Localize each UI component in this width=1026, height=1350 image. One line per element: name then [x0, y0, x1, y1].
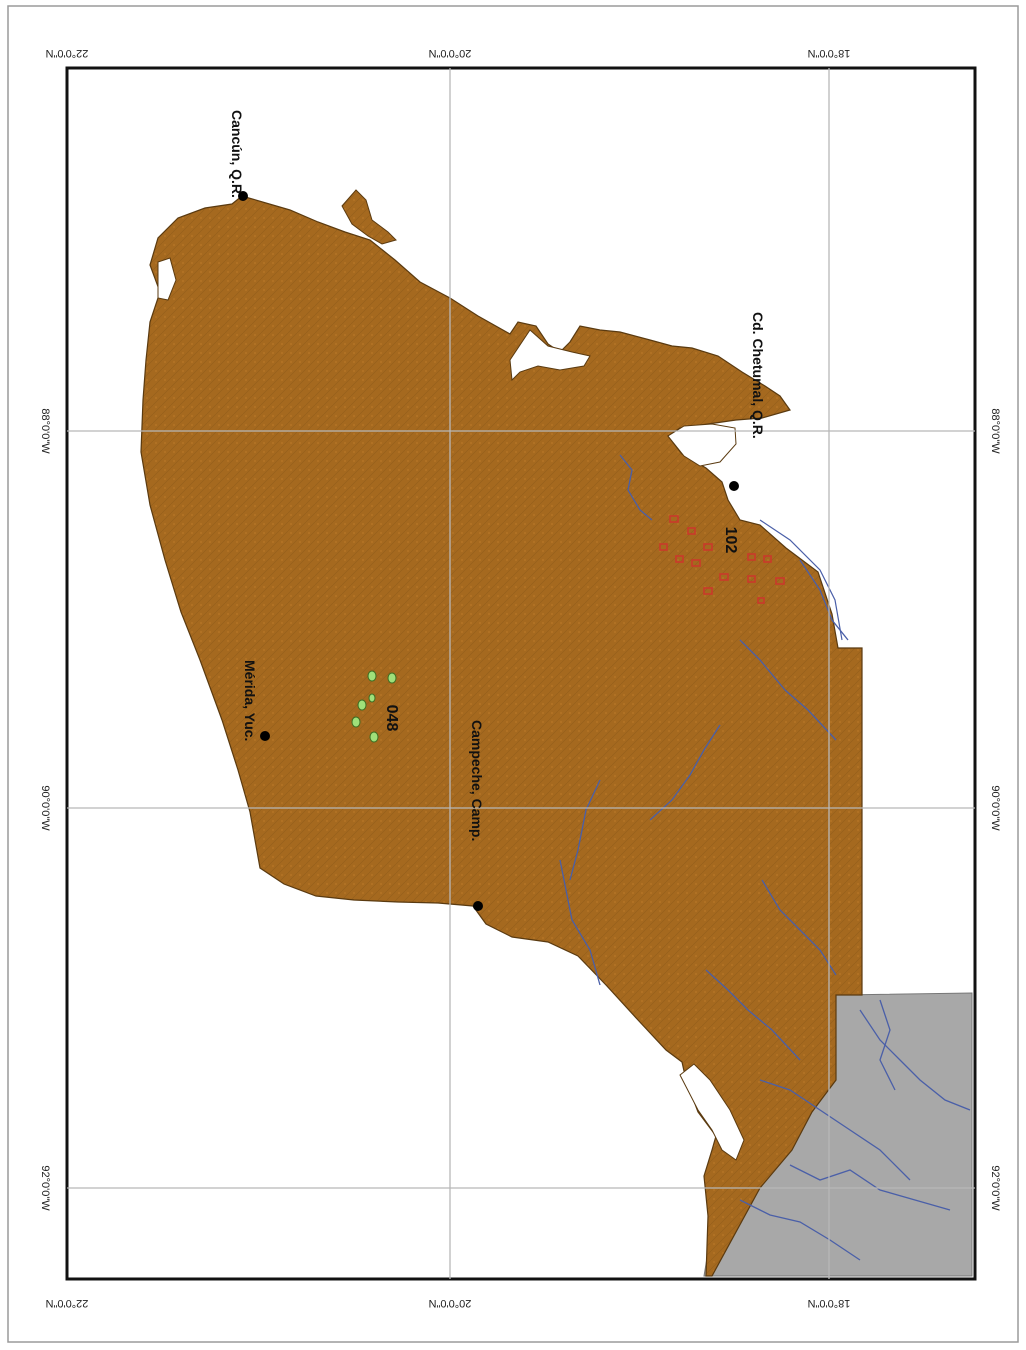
graticule [67, 68, 975, 1279]
lon-labels-left: 88°0'0"W 90°0'0"W 92°0'0"W [39, 408, 51, 1211]
lat-label-22: 22°0'0"N [46, 47, 89, 59]
lat-label-22-bottom: 22°0'0"N [46, 1297, 89, 1309]
red-site [703, 543, 713, 551]
site-label-048: 048 [383, 705, 400, 732]
city-marker-campeche [473, 901, 483, 911]
city-marker-cancun [238, 191, 248, 201]
green-site [351, 716, 361, 728]
lon-label-88-right: 88°0'0"W [989, 408, 1001, 454]
green-site [357, 699, 367, 711]
city-label-campeche: Campeche, Camp. [469, 720, 485, 841]
land-peninsula [140, 195, 863, 1277]
north-lagoon [157, 257, 177, 301]
red-site [703, 587, 713, 595]
lat-label-18: 18°0'0"N [808, 47, 851, 59]
green-site [367, 670, 377, 682]
island-cozumel [341, 189, 397, 245]
red-site [669, 515, 679, 523]
terminos-lagoon [679, 1063, 745, 1161]
red-site [691, 559, 701, 567]
red-site [687, 527, 696, 535]
chetumal-bay [667, 423, 737, 467]
lagoon [509, 329, 591, 382]
lat-label-20: 20°0'0"N [429, 47, 472, 59]
green-site [368, 693, 376, 703]
city-marker-merida [260, 731, 270, 741]
red-site [659, 543, 668, 551]
city-marker-chetumal [729, 481, 739, 491]
lon-label-90-right: 90°0'0"W [989, 785, 1001, 831]
red-site [775, 577, 785, 585]
red-site [675, 555, 684, 563]
lat-label-18-bottom: 18°0'0"N [808, 1297, 851, 1309]
city-label-cancun: Cancún, Q.R. [229, 110, 245, 198]
lon-label-88-left: 88°0'0"W [39, 408, 51, 454]
red-site [747, 575, 756, 583]
red-site [747, 553, 756, 561]
city-markers [238, 191, 739, 911]
green-site [387, 672, 397, 684]
lat-labels-bottom: 22°0'0"N 20°0'0"N 18°0'0"N [46, 1297, 851, 1309]
city-label-merida: Mérida, Yuc. [242, 660, 258, 741]
red-site-cluster [659, 515, 785, 604]
city-label-chetumal: Cd. Chetumal, Q.R. [750, 312, 766, 439]
lat-label-20-bottom: 20°0'0"N [429, 1297, 472, 1309]
lon-label-92-right: 92°0'0"W [989, 1165, 1001, 1211]
lat-labels-top: 22°0'0"N 20°0'0"N 18°0'0"N [46, 47, 851, 59]
site-label-102: 102 [722, 527, 739, 554]
red-site [757, 597, 765, 604]
lon-label-92-left: 92°0'0"W [39, 1165, 51, 1211]
green-site [369, 731, 379, 743]
lon-labels-right: 88°0'0"W 90°0'0"W 92°0'0"W [989, 408, 1001, 1211]
red-site [763, 555, 772, 563]
green-site-cluster [351, 670, 397, 743]
east-coastline [759, 519, 843, 641]
lon-label-90-left: 90°0'0"W [39, 785, 51, 831]
red-site [719, 573, 729, 581]
